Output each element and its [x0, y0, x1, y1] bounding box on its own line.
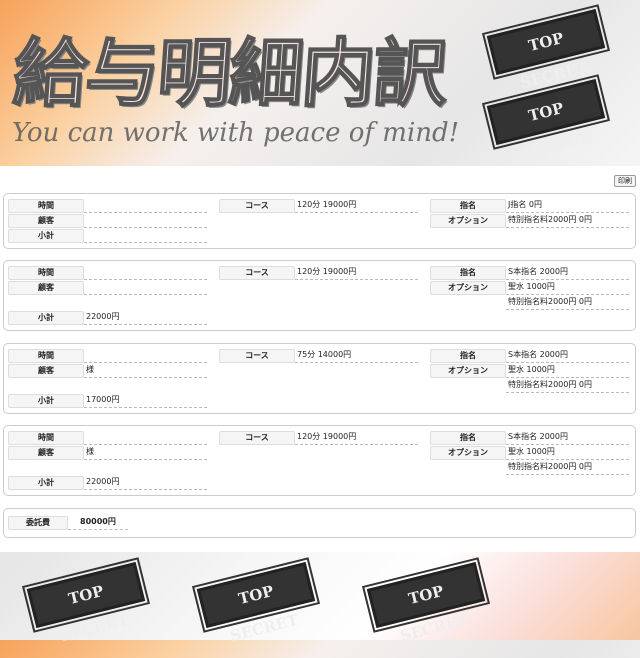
- option-label: オプション: [430, 214, 506, 228]
- subtotal-value: 22000円: [84, 476, 207, 490]
- print-button[interactable]: 印刷: [614, 175, 636, 187]
- option-value: 特別指名料2000円 0円: [506, 214, 629, 228]
- course-label: コース: [219, 431, 295, 445]
- course-value: 120分 19000円: [295, 431, 418, 445]
- option-row: オプション聖水 1000円: [430, 281, 629, 295]
- subtotal-row: 小計: [8, 229, 207, 243]
- option-value: 特別指名料2000円 0円: [506, 461, 629, 475]
- nomination-label: 指名: [430, 431, 506, 445]
- time-value: [84, 431, 207, 445]
- top-secret-stamp: TOP SECRET: [192, 555, 320, 645]
- nomination-value: S本指名 2000円: [506, 349, 629, 363]
- customer-label: 顧客: [8, 364, 84, 378]
- nomination-label: 指名: [430, 199, 506, 213]
- time-row: 時間: [8, 349, 207, 363]
- total-label: 委託費: [8, 516, 68, 530]
- time-row: 時間: [8, 431, 207, 445]
- nomination-value: S本指名 2000円: [506, 431, 629, 445]
- time-label: 時間: [8, 199, 84, 213]
- time-row: 時間: [8, 266, 207, 280]
- customer-row: 顧客様: [8, 446, 207, 460]
- customer-row: 顧客: [8, 281, 207, 295]
- top-secret-stamp: TOP SECRET: [22, 555, 150, 645]
- option-row: 特別指名料2000円 0円: [430, 379, 629, 393]
- nomination-value: J指名 0円: [506, 199, 629, 213]
- customer-value: [84, 214, 207, 228]
- time-row: 時間: [8, 199, 207, 213]
- option-label: オプション: [430, 446, 506, 460]
- option-label: オプション: [430, 364, 506, 378]
- subtotal-label: 小計: [8, 311, 84, 325]
- subtotal-value: 22000円: [84, 311, 207, 325]
- subtotal-value: [84, 229, 207, 243]
- customer-value: [84, 281, 207, 295]
- top-secret-stamp: TOP SECRET: [362, 555, 490, 645]
- course-value: 120分 19000円: [295, 266, 418, 280]
- time-label: 時間: [8, 349, 84, 363]
- subtotal-label: 小計: [8, 229, 84, 243]
- nomination-label: 指名: [430, 266, 506, 280]
- subtotal-label: 小計: [8, 394, 84, 408]
- time-value: [84, 199, 207, 213]
- course-value: 75分 14000円: [295, 349, 418, 363]
- option-row: 特別指名料2000円 0円: [430, 461, 629, 475]
- option-row: オプション聖水 1000円: [430, 446, 629, 460]
- subtotal-value: 17000円: [84, 394, 207, 408]
- time-label: 時間: [8, 431, 84, 445]
- customer-label: 顧客: [8, 214, 84, 228]
- option-value: 特別指名料2000円 0円: [506, 296, 629, 310]
- course-label: コース: [219, 199, 295, 213]
- top-secret-stamp: TOP SECRET: [482, 2, 610, 92]
- customer-value: 様: [84, 446, 207, 460]
- total-card: 委託費 80000円: [3, 508, 636, 538]
- total-value: 80000円: [68, 516, 128, 530]
- course-label: コース: [219, 349, 295, 363]
- customer-label: 顧客: [8, 446, 84, 460]
- option-value: 聖水 1000円: [506, 281, 629, 295]
- subtotal-label: 小計: [8, 476, 84, 490]
- customer-label: 顧客: [8, 281, 84, 295]
- option-value: 特別指名料2000円 0円: [506, 379, 629, 393]
- option-value: 聖水 1000円: [506, 364, 629, 378]
- time-value: [84, 266, 207, 280]
- option-row: オプション特別指名料2000円 0円: [430, 214, 629, 228]
- nomination-value: S本指名 2000円: [506, 266, 629, 280]
- page-title: 給与明細内訳: [10, 30, 450, 118]
- watermark-text: You can work with peace of mind!: [12, 118, 460, 148]
- time-value: [84, 349, 207, 363]
- option-value: 聖水 1000円: [506, 446, 629, 460]
- course-label: コース: [219, 266, 295, 280]
- option-label: オプション: [430, 281, 506, 295]
- customer-row: 顧客様: [8, 364, 207, 378]
- time-label: 時間: [8, 266, 84, 280]
- course-value: 120分 19000円: [295, 199, 418, 213]
- option-row: 特別指名料2000円 0円: [430, 296, 629, 310]
- customer-value: 様: [84, 364, 207, 378]
- customer-row: 顧客: [8, 214, 207, 228]
- option-row: オプション聖水 1000円: [430, 364, 629, 378]
- nomination-label: 指名: [430, 349, 506, 363]
